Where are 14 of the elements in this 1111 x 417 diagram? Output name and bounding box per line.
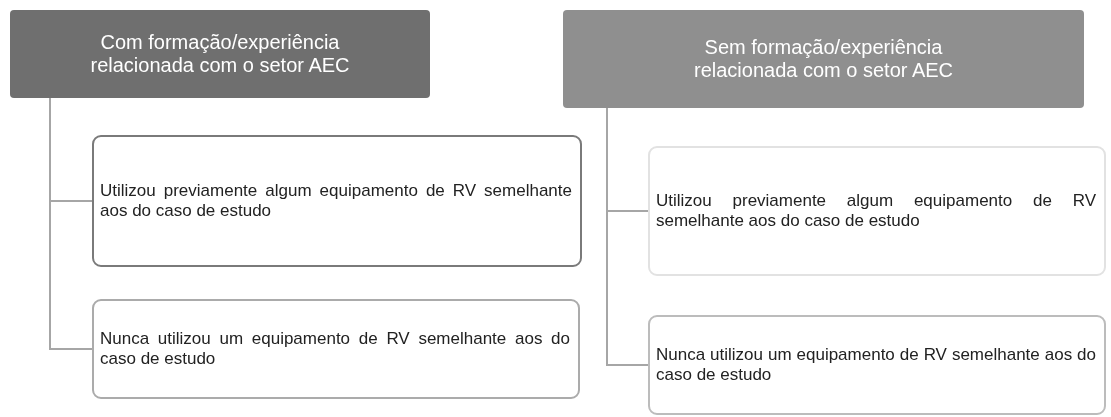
heading-text: Com formação/experiência relacionada com o setor AEC bbox=[89, 31, 351, 77]
option-box bbox=[92, 299, 580, 399]
category-header bbox=[10, 10, 430, 98]
option-text: Utilizou previamente algum equipamento de RV semelhante aos do caso de estudo bbox=[656, 191, 1096, 231]
category-header bbox=[563, 10, 1084, 108]
option-box bbox=[648, 315, 1106, 415]
option-text: Nunca utilizou um equipamento de RV semelhante aos do caso de estudo bbox=[100, 329, 570, 369]
heading-text: Sem formação/experiência relacionada com o setor AEC bbox=[693, 36, 954, 82]
option-box bbox=[648, 146, 1106, 276]
connector-line bbox=[49, 97, 93, 350]
option-box bbox=[92, 135, 582, 267]
option-text: Nunca utilizou um equipamento de RV semelhante aos do caso de estudo bbox=[656, 345, 1096, 385]
connector-line bbox=[606, 107, 649, 366]
option-text: Utilizou previamente algum equipamento de RV semelhante aos do caso de estudo bbox=[100, 181, 572, 221]
